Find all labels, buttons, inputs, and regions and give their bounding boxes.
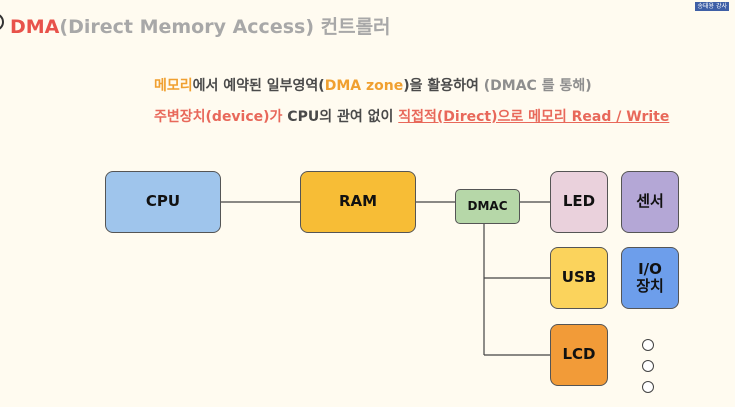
io-label-line1: I/O	[638, 259, 662, 278]
page-title: DMA(Direct Memory Access) 컨트롤러	[10, 12, 391, 39]
dmac-node: DMAC	[455, 189, 520, 224]
line2-text: CPU의 관여 없이	[282, 109, 399, 125]
led-node: LED	[550, 171, 608, 233]
description-line-2: 주변장치(device)가 CPU의 관여 없이 직접적(Direct)으로 메…	[154, 106, 669, 126]
title-rest: (Direct Memory Access) 컨트롤러	[59, 16, 391, 38]
description-line-1: 메모리에서 예약된 일부영역(DMA zone)을 활용하여 (DMAC 를 통…	[154, 75, 592, 95]
title-accent: DMA	[10, 16, 60, 38]
usb-node: USB	[550, 247, 608, 309]
line2-device: 주변장치(device)가	[154, 109, 283, 125]
cpu-node: CPU	[105, 171, 221, 233]
line1-text: 에서 예약된 일부영역(	[192, 78, 325, 94]
lcd-node: LCD	[550, 324, 608, 386]
line2-direct-rw: 직접적(Direct)으로 메모리 Read / Write	[398, 109, 670, 125]
line1-memory: 메모리	[154, 78, 193, 94]
ellipsis-dot-1	[642, 339, 654, 351]
sensor-node: 센서	[621, 171, 679, 233]
line1-dma-zone: DMA zone	[324, 78, 404, 94]
line1-text-2: )을 활용하여	[403, 78, 484, 94]
presenter-badge: 송태용 강사	[695, 2, 729, 11]
ram-node: RAM	[300, 171, 416, 233]
io-label-line2: 장치	[636, 277, 664, 295]
ellipsis-dot-3	[642, 381, 654, 393]
ellipsis-dot-2	[642, 360, 654, 372]
line1-via-dmac: (DMAC 를 통해)	[483, 78, 592, 94]
